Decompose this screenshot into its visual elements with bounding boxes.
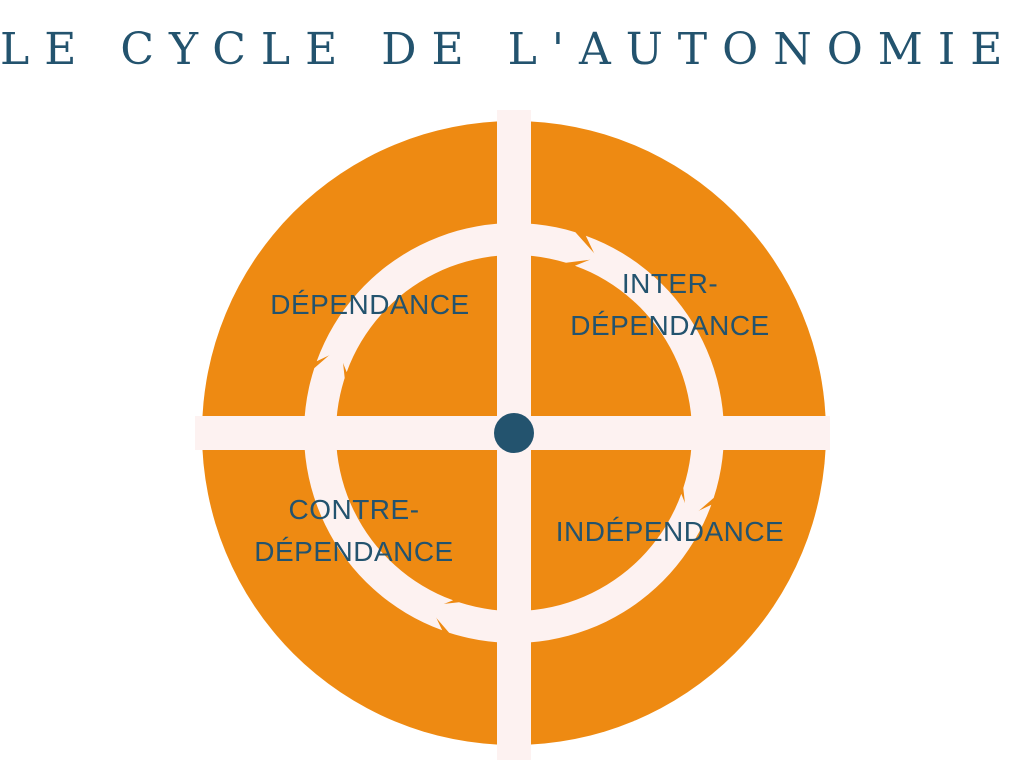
label-inter-dependance: DÉPENDANCE xyxy=(570,310,769,341)
label-contre: CONTRE- xyxy=(288,494,419,525)
cycle-arrow-left xyxy=(304,344,454,631)
cycle-arrow-right xyxy=(574,235,724,522)
cycle-arrow-top xyxy=(316,223,599,373)
cycle-arrows xyxy=(304,223,724,643)
label-independance: INDÉPENDANCE xyxy=(556,516,784,547)
label-dependance: DÉPENDANCE xyxy=(270,289,469,320)
diagram-title: LE CYCLE DE L'AUTONOMIE xyxy=(0,24,1018,75)
center-dot xyxy=(494,413,534,453)
cycle-arrow-bottom xyxy=(425,493,712,643)
label-inter: INTER- xyxy=(622,268,718,299)
label-contre-dependance: DÉPENDANCE xyxy=(254,536,453,567)
